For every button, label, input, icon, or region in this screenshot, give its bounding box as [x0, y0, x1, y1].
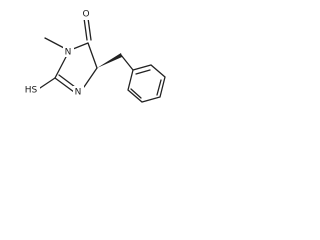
bond-n3-c4 [83, 67, 98, 88]
oxygen-label-bg [80, 8, 92, 20]
bond-n1-methyl [44, 37, 65, 49]
bond-c2-n3-double [58, 74, 76, 88]
nitrogen-ring-label: N [75, 88, 82, 98]
sulfur-label: HS [25, 86, 38, 96]
structural-formula: O N HS N [22, 8, 166, 103]
nitrogen-ring-label-bg [73, 86, 84, 97]
bond-c5-o [83, 17, 88, 41]
benzene-double-1 [135, 69, 151, 75]
benzene-ring [127, 64, 166, 103]
bond-ch2-phenyl [120, 54, 134, 71]
bond-c2-n3 [54, 77, 75, 93]
nitrogen-methyl-label-bg [63, 46, 74, 57]
stereo-wedge [97, 53, 122, 68]
oxygen-label: O [82, 10, 89, 20]
benzene-double-2 [156, 79, 162, 96]
bond-c2-s [39, 77, 56, 89]
nitrogen-methyl-label: N [65, 48, 72, 58]
benzene-double-3 [130, 88, 142, 99]
bond-c5-o-double [87, 17, 92, 41]
bond-c5-n1 [72, 42, 89, 50]
sulfur-label-bg [22, 84, 40, 96]
bond-c4-c5 [87, 42, 98, 69]
bond-n1-c2 [54, 54, 68, 79]
